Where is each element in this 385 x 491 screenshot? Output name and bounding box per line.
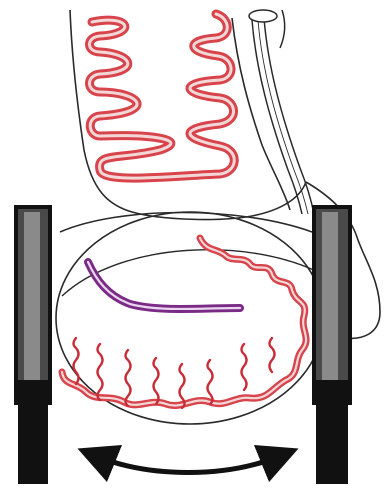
- vessel: [98, 344, 103, 400]
- vessel: [270, 338, 275, 372]
- vessel: [242, 344, 247, 390]
- tubular-structure: [249, 10, 314, 214]
- small-bowel-loops: [90, 14, 235, 178]
- purple-probe: [88, 262, 240, 309]
- vessel: [74, 338, 79, 384]
- right-trocar-icon: [312, 205, 352, 484]
- vessel: [126, 350, 131, 406]
- vessel: [154, 358, 159, 404]
- rotation-arrow-icon: [96, 456, 280, 473]
- left-trocar-icon: [14, 205, 52, 484]
- vessel: [208, 360, 213, 404]
- mesentery: [56, 212, 324, 424]
